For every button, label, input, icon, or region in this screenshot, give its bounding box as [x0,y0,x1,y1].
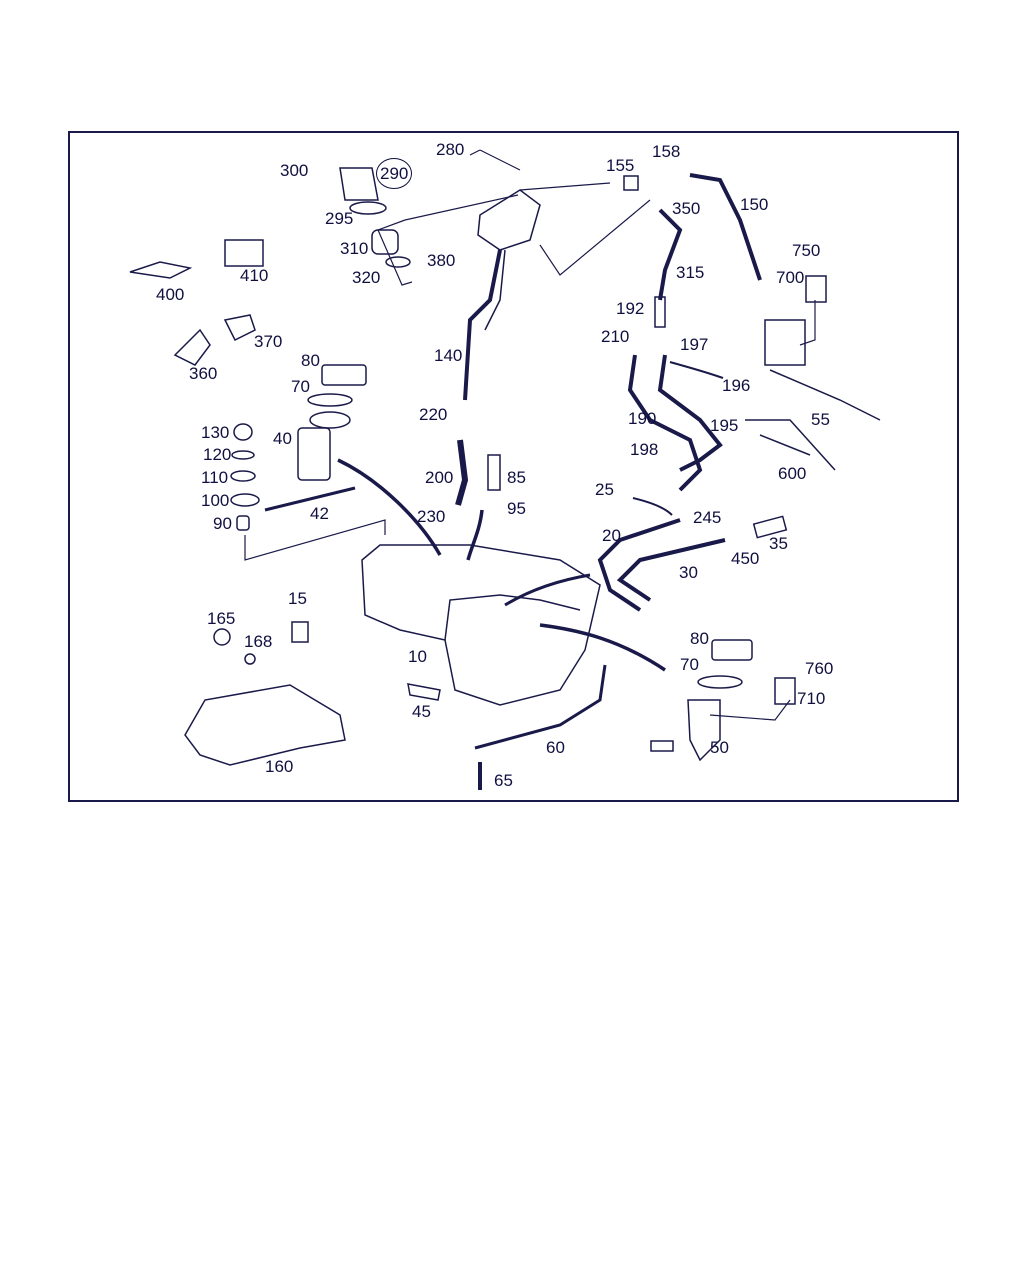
callout-20[interactable]: 20 [602,526,621,545]
callout-155[interactable]: 155 [606,156,635,175]
callout-300[interactable]: 300 [280,161,309,180]
callout-195[interactable]: 195 [710,416,739,435]
callout-60[interactable]: 60 [546,738,565,757]
callout-158[interactable]: 158 [652,142,681,161]
callout-90[interactable]: 90 [213,514,232,533]
callout-760[interactable]: 760 [805,659,834,678]
callout-165[interactable]: 165 [207,609,236,628]
callout-35[interactable]: 35 [769,534,788,553]
callout-168[interactable]: 168 [244,632,273,651]
callout-295[interactable]: 295 [325,209,354,228]
callout-310[interactable]: 310 [340,239,369,258]
callout-120[interactable]: 120 [203,445,232,464]
callout-80b[interactable]: 80 [690,629,709,648]
callout-30[interactable]: 30 [679,563,698,582]
callout-10[interactable]: 10 [408,647,427,666]
callout-280[interactable]: 280 [436,140,465,159]
callout-290[interactable]: 290 [376,158,413,189]
callout-710[interactable]: 710 [797,689,826,708]
callout-65[interactable]: 65 [494,771,513,790]
callout-15[interactable]: 15 [288,589,307,608]
callout-410[interactable]: 410 [240,266,269,285]
fuel-tank [361,544,601,706]
callout-100[interactable]: 100 [201,491,230,510]
callout-160[interactable]: 160 [265,757,294,776]
callout-85[interactable]: 85 [507,468,526,487]
filler-neck [477,189,541,251]
callout-95[interactable]: 95 [507,499,526,518]
callout-245[interactable]: 245 [693,508,722,527]
callout-200[interactable]: 200 [425,468,454,487]
callout-380[interactable]: 380 [427,251,456,270]
heat-shield-160 [184,684,346,766]
callout-110[interactable]: 110 [201,468,229,487]
strap-60 [474,664,607,750]
callout-150[interactable]: 150 [740,195,769,214]
callout-750[interactable]: 750 [792,241,821,260]
callout-230[interactable]: 230 [417,507,446,526]
callout-80[interactable]: 80 [301,351,320,370]
callout-370[interactable]: 370 [254,332,283,351]
callout-600[interactable]: 600 [778,464,807,483]
pump-40 [297,427,331,481]
callout-192[interactable]: 192 [616,299,645,318]
diagram-frame [68,131,959,802]
callout-40[interactable]: 40 [273,429,292,448]
callout-198[interactable]: 198 [630,440,659,459]
callout-25[interactable]: 25 [595,480,614,499]
callout-70[interactable]: 70 [291,377,310,396]
callout-50[interactable]: 50 [710,738,729,757]
callout-45[interactable]: 45 [412,702,431,721]
callout-320[interactable]: 320 [352,268,381,287]
pump-50 [687,699,721,762]
callout-70b[interactable]: 70 [680,655,699,674]
callout-315[interactable]: 315 [676,263,705,282]
callout-350[interactable]: 350 [672,199,701,218]
callout-190[interactable]: 190 [628,409,657,428]
callout-55[interactable]: 55 [811,410,830,429]
callout-196[interactable]: 196 [722,376,751,395]
callout-220[interactable]: 220 [419,405,448,424]
callout-197[interactable]: 197 [680,335,709,354]
callout-42[interactable]: 42 [310,504,329,523]
callout-400[interactable]: 400 [156,285,185,304]
callout-210[interactable]: 210 [601,327,630,346]
callout-140[interactable]: 140 [434,346,463,365]
callout-360[interactable]: 360 [189,364,218,383]
callout-130[interactable]: 130 [201,423,230,442]
callout-700[interactable]: 700 [776,268,805,287]
callout-450[interactable]: 450 [731,549,760,568]
